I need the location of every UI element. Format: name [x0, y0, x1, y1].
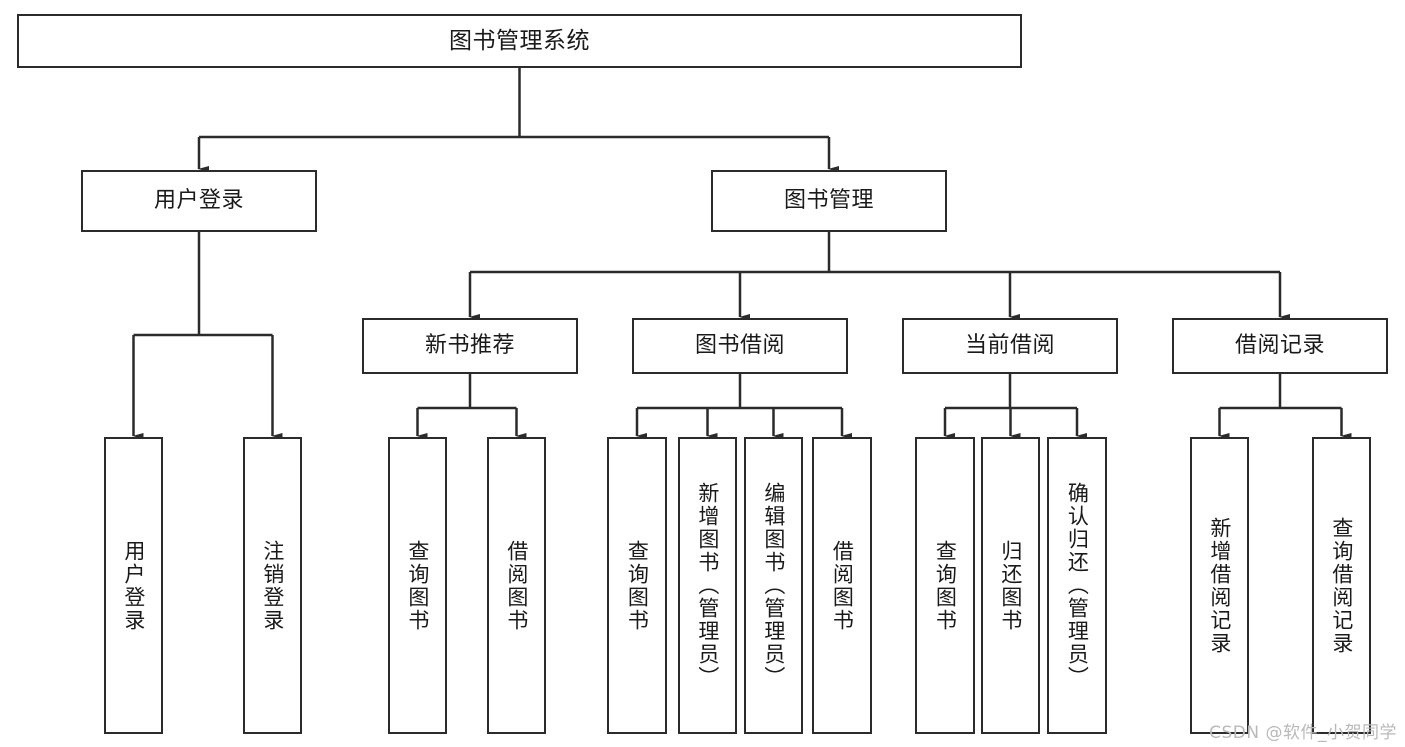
node-new-book-recommend[interactable]: 新书推荐 — [362, 318, 578, 374]
node-root[interactable]: 图书管理系统 — [17, 14, 1022, 68]
leaf-borrow-borrow-book[interactable]: 借阅图书 — [812, 437, 872, 734]
leaf-user-login[interactable]: 用户登录 — [104, 437, 163, 734]
leaf-user-logout[interactable]: 注销登录 — [243, 437, 302, 734]
node-borrow-record[interactable]: 借阅记录 — [1172, 318, 1388, 374]
leaf-new-borrow-book[interactable]: 借阅图书 — [487, 437, 546, 734]
leaf-new-query-book[interactable]: 查询图书 — [388, 437, 447, 734]
leaf-current-confirm-return-admin[interactable]: 确认归还（管理员） — [1047, 437, 1107, 734]
leaf-record-add[interactable]: 新增借阅记录 — [1190, 437, 1249, 734]
node-current-borrow[interactable]: 当前借阅 — [902, 318, 1118, 374]
leaf-borrow-query-book[interactable]: 查询图书 — [607, 437, 667, 734]
node-book-borrow[interactable]: 图书借阅 — [632, 318, 848, 374]
leaf-borrow-edit-book-admin[interactable]: 编辑图书（管理员） — [744, 437, 803, 734]
leaf-record-query[interactable]: 查询借阅记录 — [1312, 437, 1371, 734]
watermark: CSDN @软件_小贺同学 — [1209, 723, 1397, 743]
leaf-current-return-book[interactable]: 归还图书 — [981, 437, 1040, 734]
leaf-current-query-book[interactable]: 查询图书 — [915, 437, 975, 734]
node-book-management-module[interactable]: 图书管理 — [711, 170, 947, 232]
node-user-login-module[interactable]: 用户登录 — [81, 170, 317, 232]
leaf-borrow-add-book-admin[interactable]: 新增图书（管理员） — [678, 437, 737, 734]
